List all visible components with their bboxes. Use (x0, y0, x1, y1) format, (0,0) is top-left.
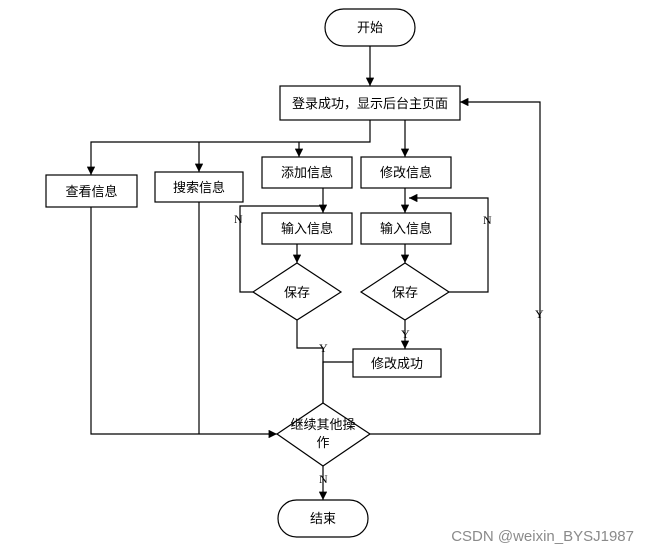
continue-label-line2: 作 (316, 436, 329, 451)
modify-box: 修改信息 (360, 156, 452, 189)
save-decision-left: 保存 (251, 262, 343, 321)
watermark-text: CSDN @weixin_BYSJ1987 (451, 528, 634, 545)
edge-continue-yes (370, 97, 541, 435)
edge-label-right-no: N (483, 213, 492, 227)
save-decision-right: 保存 (359, 262, 451, 321)
edge-success-continue (322, 361, 353, 420)
edge-label-right-yes: Y (401, 327, 410, 341)
modify-success-box: 修改成功 (352, 348, 442, 378)
edge-save-right-no (409, 193, 489, 293)
modify-label: 修改信息 (380, 165, 432, 181)
input-right-label: 输入信息 (380, 221, 432, 237)
search-box: 搜索信息 (154, 171, 244, 203)
end-node: 结束 (277, 499, 369, 538)
edge-label-continue-yes: Y (535, 307, 544, 321)
search-label: 搜索信息 (173, 180, 225, 196)
save-right-label: 保存 (392, 286, 418, 301)
start-node: 开始 (324, 8, 416, 47)
start-label: 开始 (357, 21, 383, 36)
login-label: 登录成功，显示后台主页面 (292, 97, 448, 112)
add-box: 添加信息 (261, 156, 353, 189)
end-label: 结束 (310, 512, 336, 527)
edge-label-left-yes: Y (319, 341, 328, 355)
input-box-right: 输入信息 (360, 212, 452, 245)
connectors (86, 46, 541, 500)
add-label: 添加信息 (281, 165, 333, 181)
edge-label-left-no: N (234, 212, 243, 226)
save-left-label: 保存 (284, 286, 310, 301)
continue-decision: 继续其他操 作 (275, 402, 372, 467)
view-label: 查看信息 (65, 184, 117, 200)
edge-login-view (86, 120, 371, 175)
edge-save-left-no (239, 205, 323, 293)
input-left-label: 输入信息 (281, 221, 333, 237)
login-box: 登录成功，显示后台主页面 (279, 85, 461, 121)
edge-view-continue (90, 207, 277, 439)
modify-success-label: 修改成功 (371, 357, 423, 372)
continue-label-line1: 继续其他操 (290, 417, 355, 433)
view-box: 查看信息 (45, 174, 138, 208)
input-box-left: 输入信息 (261, 212, 353, 245)
edge-label-continue-no: N (319, 472, 328, 486)
